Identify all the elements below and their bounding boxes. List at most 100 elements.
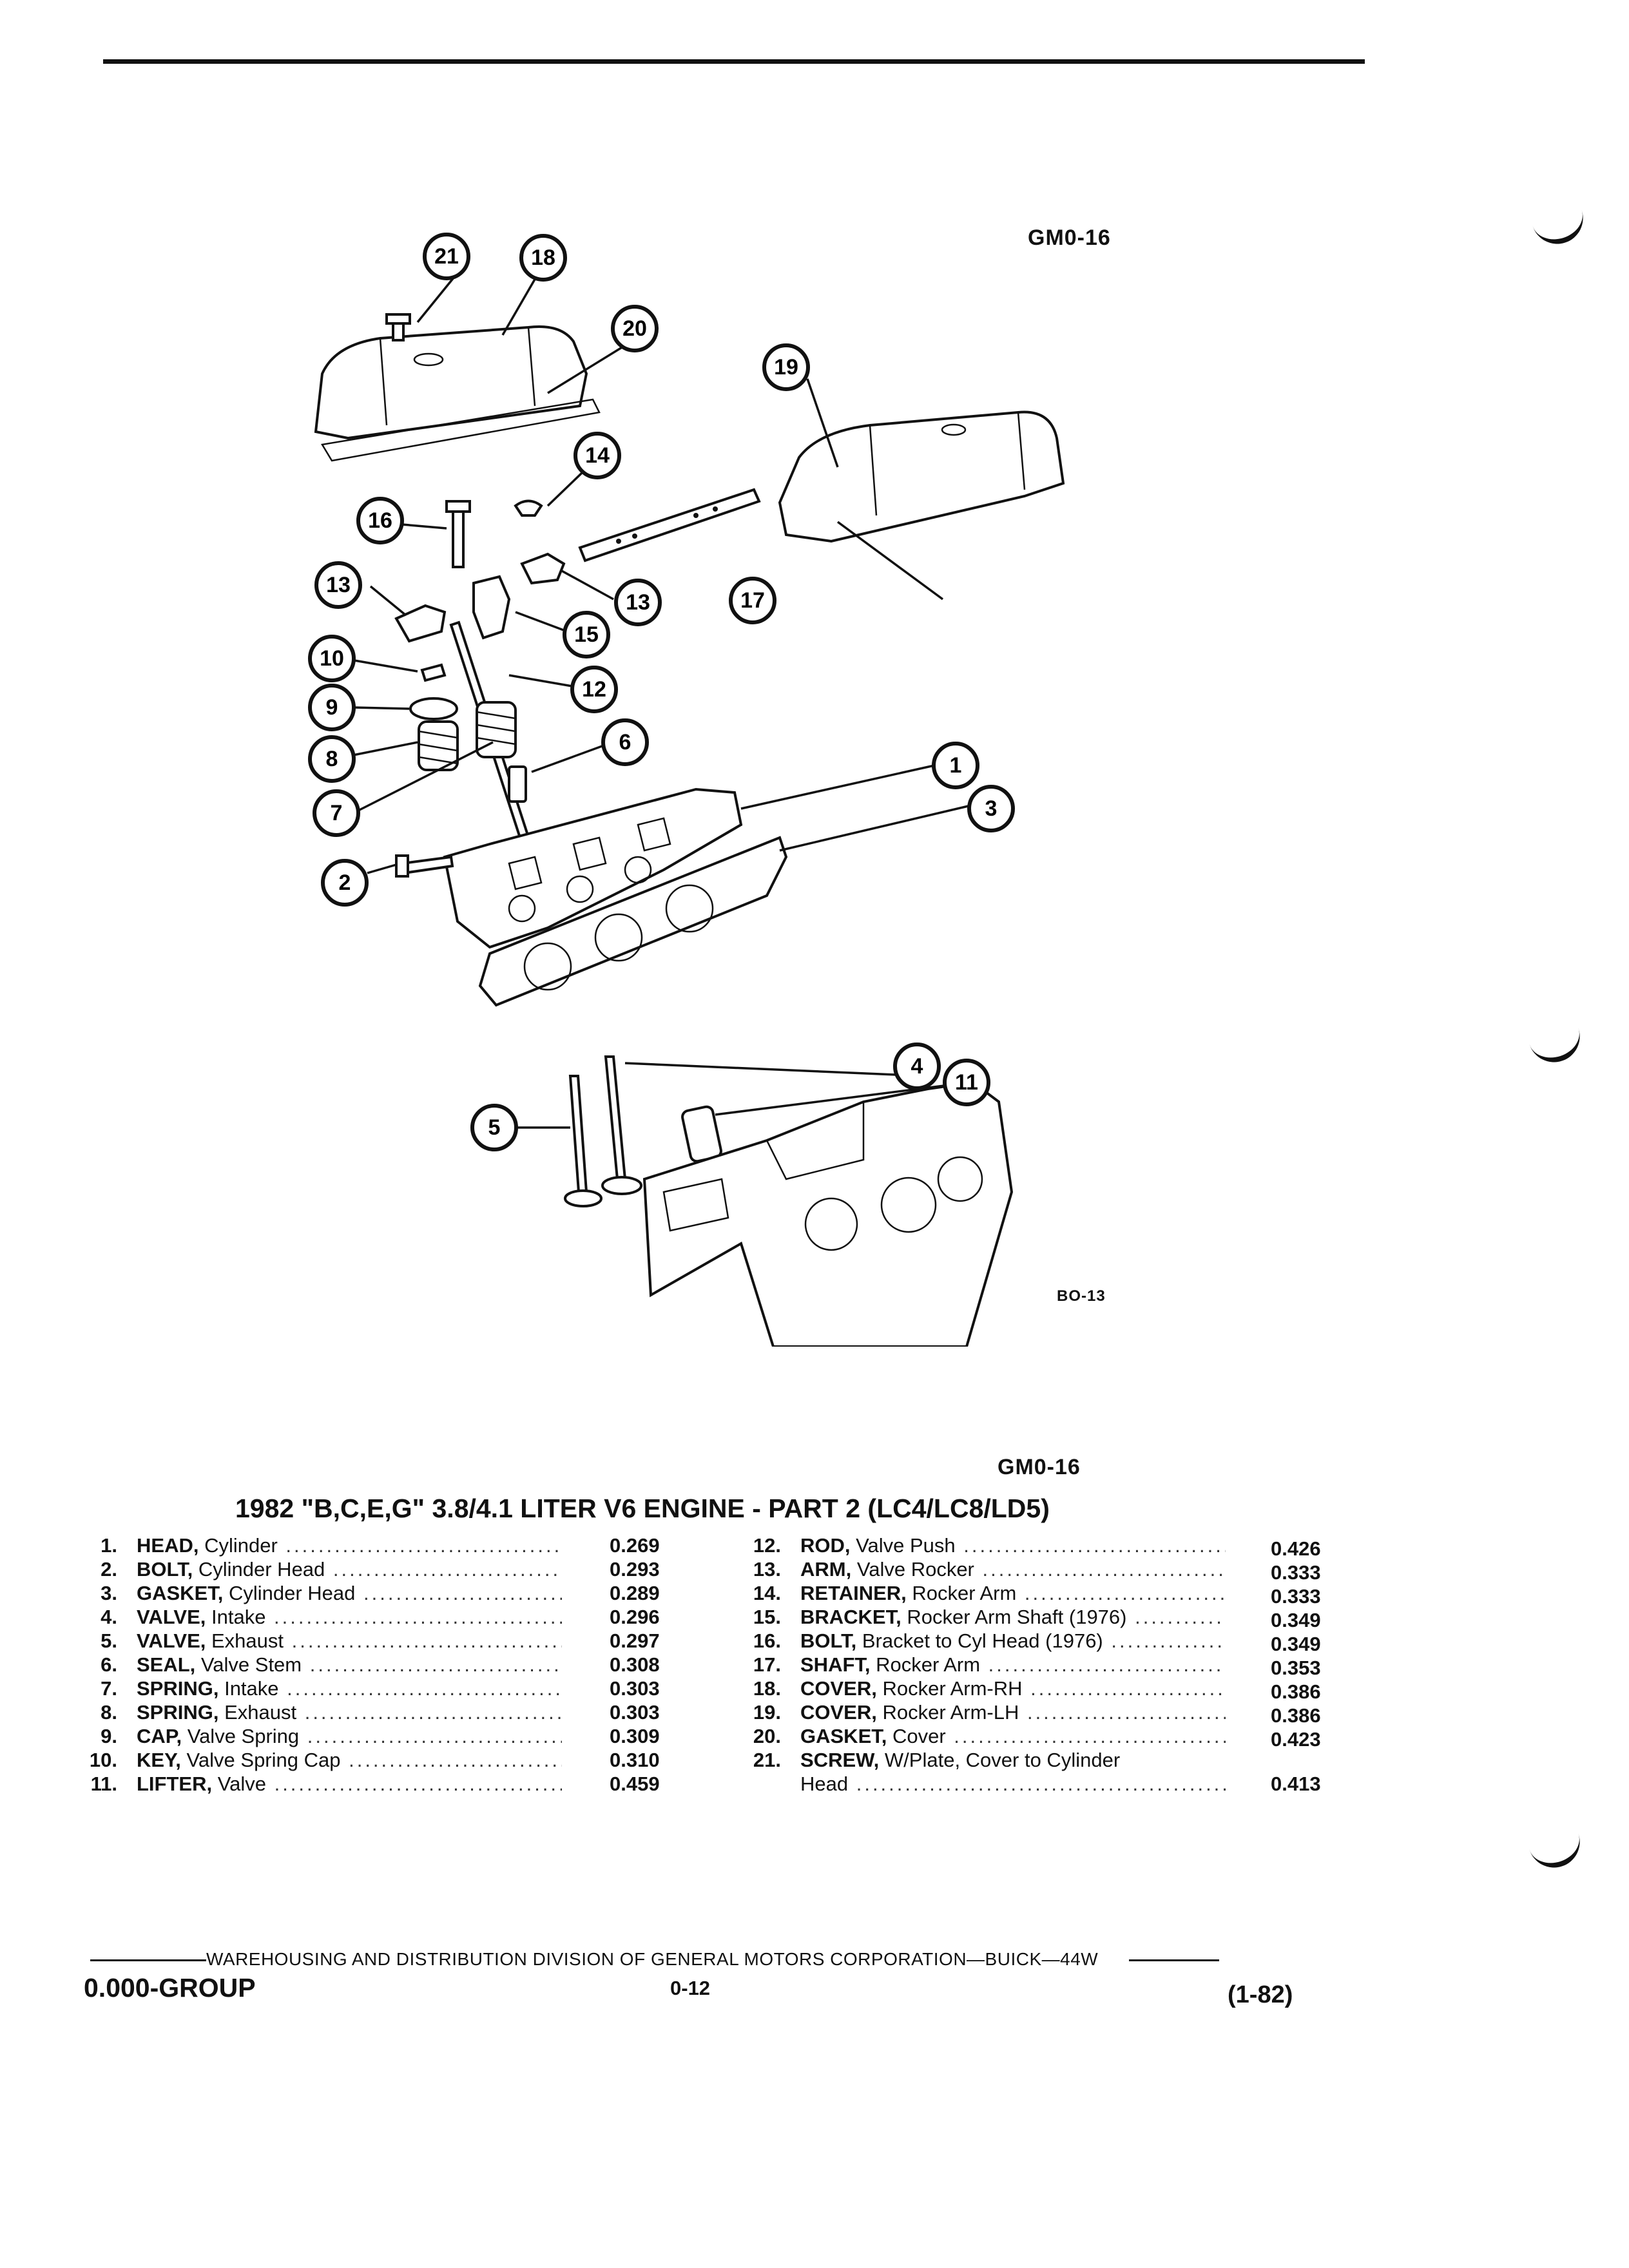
callout-12: 12: [570, 666, 618, 713]
svg-text:13: 13: [626, 590, 650, 615]
callout-16: 16: [356, 497, 404, 544]
part-value: 0.349: [1271, 1633, 1321, 1655]
part-value: 0.289: [610, 1582, 660, 1604]
parts-list-row: 11.LIFTER, Valve .......................…: [71, 1772, 683, 1796]
part-description: ARM, Valve Rocker ......................…: [800, 1557, 1226, 1581]
part-value: 0.349: [1271, 1609, 1321, 1631]
part-value: 0.386: [1271, 1704, 1321, 1727]
part-description: VALVE, Exhaust .........................…: [137, 1629, 562, 1653]
part-name: BOLT,: [137, 1558, 193, 1581]
footer-division-text: WAREHOUSING AND DISTRIBUTION DIVISION OF…: [206, 1949, 1099, 1969]
part-number: 17.: [753, 1653, 781, 1676]
part-value: 0.459: [610, 1773, 660, 1795]
part-name: SEAL,: [137, 1653, 196, 1676]
valve-stem-seal: [508, 765, 527, 803]
part-name: COVER,: [800, 1701, 877, 1724]
cylinder-head: [443, 787, 743, 949]
svg-text:3: 3: [985, 796, 998, 821]
part-description: HEAD, Cylinder .........................…: [137, 1533, 562, 1557]
callout-10: 10: [308, 635, 356, 682]
part-name: BRACKET,: [800, 1606, 901, 1628]
part-name: GASKET,: [137, 1582, 224, 1604]
footer-rule: [1129, 1959, 1220, 1962]
part-value: 0.333: [1271, 1585, 1321, 1608]
part-number: 10.: [89, 1749, 117, 1771]
part-description: SPRING, Exhaust ........................…: [137, 1700, 562, 1724]
part-value: 0.310: [610, 1749, 660, 1771]
callout-13: 13: [314, 561, 362, 609]
parts-list-row: 1. HEAD, Cylinder .......................…: [71, 1533, 683, 1557]
leader-dots: ........................................…: [1030, 1677, 1226, 1700]
parts-list-row: 2.BOLT, Cylinder Head ..................…: [71, 1557, 683, 1581]
leader-dots: ........................................…: [307, 1725, 562, 1747]
part-value: 0.333: [1271, 1561, 1321, 1584]
part-description: VALVE, Intake ..........................…: [137, 1605, 562, 1629]
part-name: SCREW,: [800, 1749, 880, 1771]
part-value: 0.296: [610, 1606, 660, 1628]
leader-dots: ........................................…: [291, 1629, 562, 1652]
svg-text:13: 13: [326, 573, 351, 597]
callout-9: 9: [308, 684, 356, 731]
part-detail: Rocker Arm-RH: [876, 1677, 1023, 1700]
valve-spring-cap: [409, 697, 458, 720]
part-number: 8.: [101, 1701, 117, 1724]
parts-list-row: 4.VALVE, Intake ........................…: [71, 1605, 683, 1629]
part-description: RETAINER, Rocker Arm ...................…: [800, 1581, 1226, 1605]
leader-dots: ........................................…: [304, 1701, 562, 1724]
part-number: 1.: [101, 1534, 117, 1557]
svg-text:16: 16: [368, 508, 392, 533]
part-description: COVER, Rocker Arm-RH ...................…: [800, 1677, 1226, 1700]
part-name: HEAD,: [137, 1534, 199, 1557]
svg-text:17: 17: [740, 588, 765, 613]
part-number: 21.: [753, 1749, 781, 1771]
top-rule: [103, 59, 1365, 64]
parts-list-row: 7.SPRING, Intake .......................…: [71, 1677, 683, 1700]
callout-20: 20: [611, 305, 659, 352]
part-description: SEAL, Valve Stem .......................…: [137, 1653, 562, 1677]
part-value: 0.269: [610, 1534, 660, 1557]
callout-19: 19: [762, 343, 810, 391]
part-value: 0.413: [1271, 1773, 1321, 1795]
figure-code-top: GM0-16: [1028, 226, 1111, 250]
parts-list-row: 9.CAP, Valve Spring ....................…: [71, 1724, 683, 1748]
part-number: 19.: [753, 1701, 781, 1724]
parts-list-row: 20.GASKET, Cover .......................…: [735, 1724, 1347, 1751]
figure-code-caption: GM0-16: [998, 1455, 1081, 1479]
svg-text:14: 14: [585, 443, 610, 468]
callout-15: 15: [563, 611, 610, 658]
svg-text:7: 7: [331, 801, 343, 825]
footer-page-number: 0-12: [670, 1977, 711, 1999]
part-detail: Rocker Arm: [906, 1582, 1017, 1604]
part-value: 0.297: [610, 1629, 660, 1652]
parts-table-title: 1982 "B,C,E,G" 3.8/4.1 LITER V6 ENGINE -…: [235, 1494, 1050, 1523]
exhaust-valve: [564, 1075, 602, 1207]
part-number: 12.: [753, 1534, 781, 1557]
part-value: 0.386: [1271, 1680, 1321, 1703]
part-name: COVER,: [800, 1677, 877, 1700]
parts-list-row: 15.BRACKET, Rocker Arm Shaft (1976) ....…: [735, 1605, 1347, 1631]
part-detail: Intake: [206, 1606, 266, 1628]
part-description: BOLT, Bracket to Cyl Head (1976) .......…: [800, 1629, 1226, 1653]
part-detail: Intake: [218, 1677, 279, 1700]
part-value: 0.426: [1271, 1537, 1321, 1560]
callout-4: 4: [893, 1043, 941, 1090]
part-detail: Rocker Arm: [870, 1653, 981, 1676]
leader-dots: ........................................…: [349, 1749, 562, 1771]
leader-dots: ........................................…: [274, 1606, 562, 1628]
part-value: 0.423: [1271, 1728, 1321, 1751]
leader-dots: ........................................…: [287, 1677, 562, 1700]
leader-dots: ........................................…: [1135, 1606, 1226, 1628]
leader-dots: ........................................…: [963, 1534, 1226, 1557]
svg-text:2: 2: [339, 870, 351, 895]
rocker-cover-lh: [778, 410, 1065, 543]
svg-text:20: 20: [622, 316, 647, 341]
svg-text:1: 1: [950, 753, 962, 778]
callout-14: 14: [574, 432, 621, 479]
callout-5: 5: [470, 1104, 518, 1151]
intake-valve: [601, 1055, 642, 1195]
part-name: KEY,: [137, 1749, 181, 1771]
callout-2: 2: [321, 859, 369, 907]
rocker-cover-rh: [314, 325, 601, 462]
illustration-code: BO-13: [1057, 1287, 1106, 1305]
rocker-shaft: [578, 488, 761, 562]
